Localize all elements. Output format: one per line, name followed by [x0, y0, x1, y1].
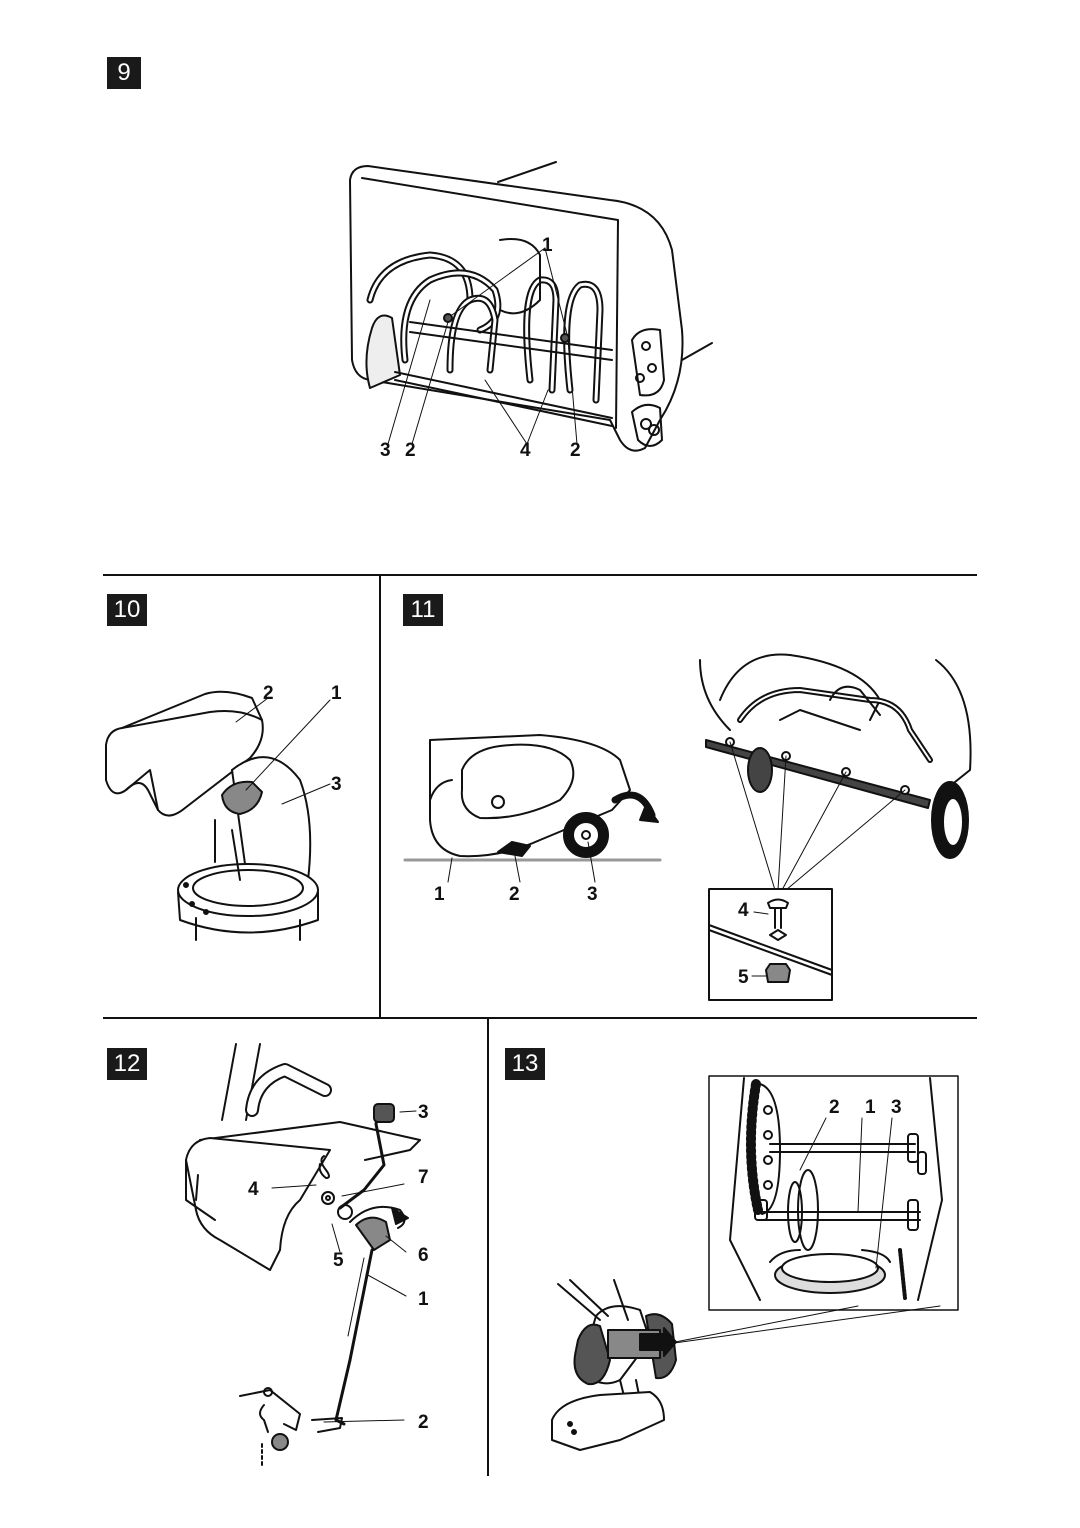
fig13-callout-3: 3: [891, 1097, 902, 1118]
fig11-callout-1: 1: [434, 884, 445, 905]
divider-upper-vertical: [379, 575, 381, 1017]
fig12-callout-2: 2: [418, 1412, 429, 1433]
fig9-callout-4: 4: [520, 440, 531, 461]
fig9-callout-3: 3: [380, 440, 391, 461]
fig13-callout-2: 2: [829, 1097, 840, 1118]
fig10-callout-2: 2: [263, 683, 274, 704]
fig12-callout-7: 7: [418, 1167, 429, 1188]
fig10-callout-1: 1: [331, 683, 342, 704]
fig13-callout-1: 1: [865, 1097, 876, 1118]
fig12-callout-4: 4: [248, 1179, 259, 1200]
fig9-callout-2a: 2: [405, 440, 416, 461]
fig12-callout-6: 6: [418, 1245, 429, 1266]
figure-11-number: 11: [403, 594, 443, 626]
fig9-callout-2b: 2: [570, 440, 581, 461]
fig11-callout-4: 4: [738, 900, 749, 921]
figure-12-number: 12: [107, 1048, 147, 1080]
fig12-callout-1: 1: [418, 1289, 429, 1310]
fig12-callout-5: 5: [333, 1250, 344, 1271]
figure-13-number: 13: [505, 1048, 545, 1080]
fig11-callout-2: 2: [509, 884, 520, 905]
fig12-callout-3: 3: [418, 1102, 429, 1123]
fig9-callout-1: 1: [542, 235, 553, 256]
divider-upper: [103, 574, 977, 576]
fig10-callout-3: 3: [331, 774, 342, 795]
figure-9-number: 9: [107, 57, 141, 89]
fig11-callout-3: 3: [587, 884, 598, 905]
divider-lower-vertical: [487, 1018, 489, 1476]
figure-10-number: 10: [107, 594, 147, 626]
divider-lower: [103, 1017, 977, 1019]
fig11-callout-5: 5: [738, 967, 749, 988]
